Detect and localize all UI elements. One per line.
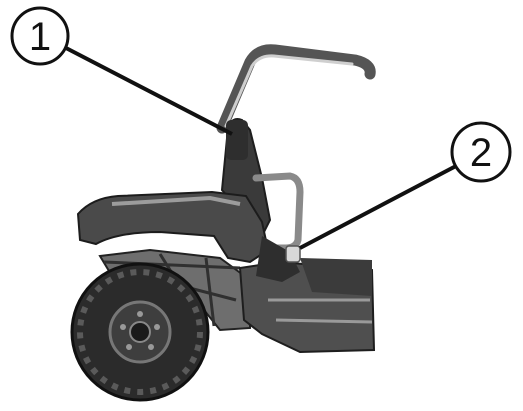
headrest xyxy=(226,120,248,160)
callout-2-leader xyxy=(300,166,456,248)
callout-1-label: 1 xyxy=(29,15,51,59)
belt-buckle xyxy=(286,246,300,262)
roll-bar xyxy=(222,50,370,128)
callout-2-label: 2 xyxy=(470,131,492,175)
callout-1: 1 xyxy=(12,8,68,64)
wheel-hub xyxy=(130,322,150,342)
callout-1-leader xyxy=(66,48,232,134)
callout-2: 2 xyxy=(452,123,510,181)
